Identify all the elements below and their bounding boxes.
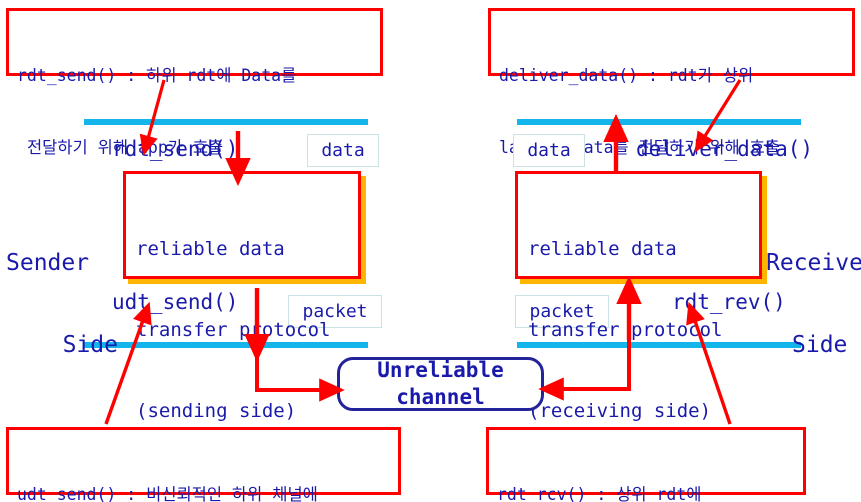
receiver-packet-unit-box: packet xyxy=(515,295,609,328)
receiver-protocol-line1: reliable data xyxy=(528,237,677,260)
unreliable-channel-box: Unreliable channel xyxy=(337,357,544,411)
callout-rdt-send: rdt_send() : 하위 rdt에 Data를 전달하기 위해 app가 … xyxy=(6,8,383,157)
callout-deliver-data-line1: deliver_data() : rdt가 상위 xyxy=(499,65,754,85)
receiver-side-label-line2: Side xyxy=(792,331,848,358)
receiver-protocol-box: reliable data transfer protocol (receivi… xyxy=(515,171,762,422)
sender-packet-unit-box: packet xyxy=(288,295,382,328)
receiver-protocol-line2: transfer protocol xyxy=(528,318,723,341)
callout-rdt-rcv: rdt_rcv() : 상위 rdt에 Data를 전달하기 위해 호출 xyxy=(486,427,806,502)
callout-rdt-rcv-line1: rdt_rcv() : 상위 rdt에 xyxy=(497,484,702,502)
callout-udt-send-line1: udt_send() : 비신뢰적인 하위 채널에 xyxy=(17,484,318,502)
label-deliver-data-call: deliver_data() xyxy=(636,137,814,161)
label-rdt-send-call: rdt_send() xyxy=(112,137,239,161)
sender-side-label: Sender Side xyxy=(6,196,118,413)
sender-protocol-box: reliable data transfer protocol (sending… xyxy=(123,171,361,422)
receiver-side-label-line1: Receiver xyxy=(766,250,861,277)
callout-udt-send: udt_send() : 비신뢰적인 하위 채널에 Data를 전달하기 위해 … xyxy=(6,427,401,502)
callout-rdt-send-line1: rdt_send() : 하위 rdt에 Data를 xyxy=(17,65,297,85)
receiver-side-label: Receiver Side xyxy=(766,196,861,413)
receiver-data-unit-box: data xyxy=(513,134,585,167)
sender-upper-layer-line xyxy=(84,119,368,125)
sender-protocol-line3: (sending side) xyxy=(136,399,297,422)
sender-protocol-line1: reliable data xyxy=(136,237,285,260)
sender-side-label-line2: Side xyxy=(62,331,118,358)
unreliable-channel-line2: channel xyxy=(396,385,485,409)
sender-data-unit-box: data xyxy=(307,134,379,167)
receiver-upper-layer-line xyxy=(517,119,801,125)
receiver-protocol-line3: (receiving side) xyxy=(528,399,712,422)
sender-protocol-line2: transfer protocol xyxy=(136,318,331,341)
sender-side-label-line1: Sender xyxy=(6,250,90,277)
receiver-lower-layer-line xyxy=(517,342,801,348)
callout-deliver-data: deliver_data() : rdt가 상위 layer에 Data를 전달… xyxy=(488,8,855,157)
sender-lower-layer-line xyxy=(84,342,368,348)
unreliable-channel-line1: Unreliable xyxy=(377,357,504,382)
